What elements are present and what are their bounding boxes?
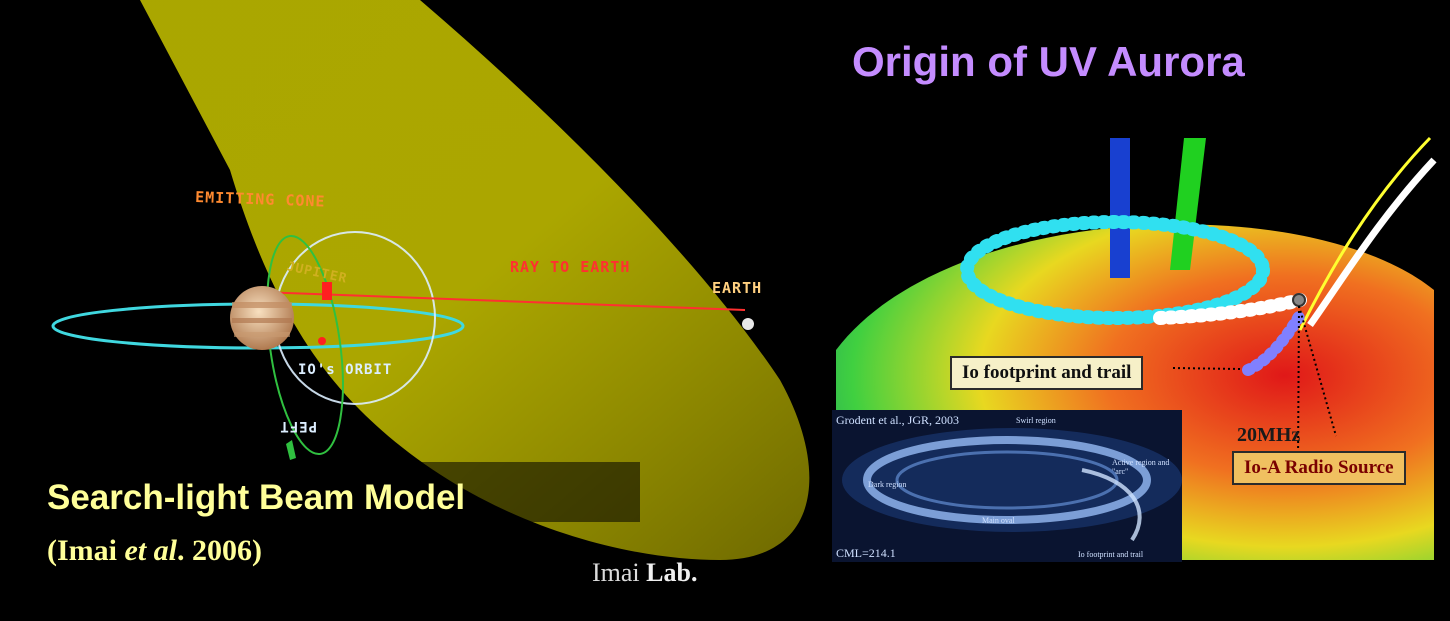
radio-connector xyxy=(1297,305,1300,463)
io-source-point xyxy=(1292,293,1306,307)
green-field-line xyxy=(1170,138,1206,270)
yellow-field-line xyxy=(1298,136,1432,331)
io-dot xyxy=(318,337,326,345)
inset-cml: CML=214.1 xyxy=(836,546,896,560)
aurora-oval-white xyxy=(1153,293,1307,325)
inset-label-footprint: Io footprint and trail xyxy=(1078,550,1144,559)
title-backdrop xyxy=(36,462,640,522)
inset-citation: Grodent et al., JGR, 2003 xyxy=(836,413,959,427)
io-a-radio-source-label: Io-A Radio Source xyxy=(1232,451,1406,485)
label-ray-to-earth: RAY TO EARTH xyxy=(510,258,630,276)
label-earth: EARTH xyxy=(712,279,762,297)
uv-aurora-title: Origin of UV Aurora xyxy=(852,38,1245,85)
inset-label-main-oval: Main oval xyxy=(982,516,1015,525)
frequency-label: 20MHz xyxy=(1237,424,1301,446)
label-emitting-cone: EMITTING CONE xyxy=(195,188,326,211)
aurora-inset-image: Grodent et al., JGR, 2003 Swirl region A… xyxy=(832,410,1182,562)
io-marker xyxy=(322,282,332,300)
blue-field-line xyxy=(1110,138,1130,278)
emitting-cone xyxy=(140,0,810,560)
inset-label-dark: Dark region xyxy=(868,480,907,489)
io-footprint-trail xyxy=(1242,309,1306,376)
earth-dot xyxy=(742,318,754,330)
green-orbit xyxy=(266,234,344,456)
label-peft: PEFT xyxy=(279,418,317,434)
beam-model-citation: (Imai et al. 2006) xyxy=(47,534,262,567)
white-field-line xyxy=(1307,157,1437,328)
footprint-connector xyxy=(1172,367,1241,370)
beam-model-scene: EMITTING CONE JUPITER RAY TO EARTH EARTH… xyxy=(51,0,810,560)
beam-model-title: Search-light Beam Model xyxy=(47,478,466,517)
aurora-oval xyxy=(960,215,1270,325)
inset-label-swirl: Swirl region xyxy=(1016,416,1056,425)
jupiter-planet xyxy=(230,286,294,350)
ray-line xyxy=(259,291,746,311)
aurora-inset-graphic xyxy=(832,410,1182,562)
inset-label-active: Active region and "arc" xyxy=(1112,458,1170,476)
label-io-orbit: IO's ORBIT xyxy=(298,362,392,378)
imai-lab-credit: Imai Lab. xyxy=(592,558,698,587)
green-marker xyxy=(286,440,296,460)
io-footprint-label: Io footprint and trail xyxy=(950,356,1144,390)
